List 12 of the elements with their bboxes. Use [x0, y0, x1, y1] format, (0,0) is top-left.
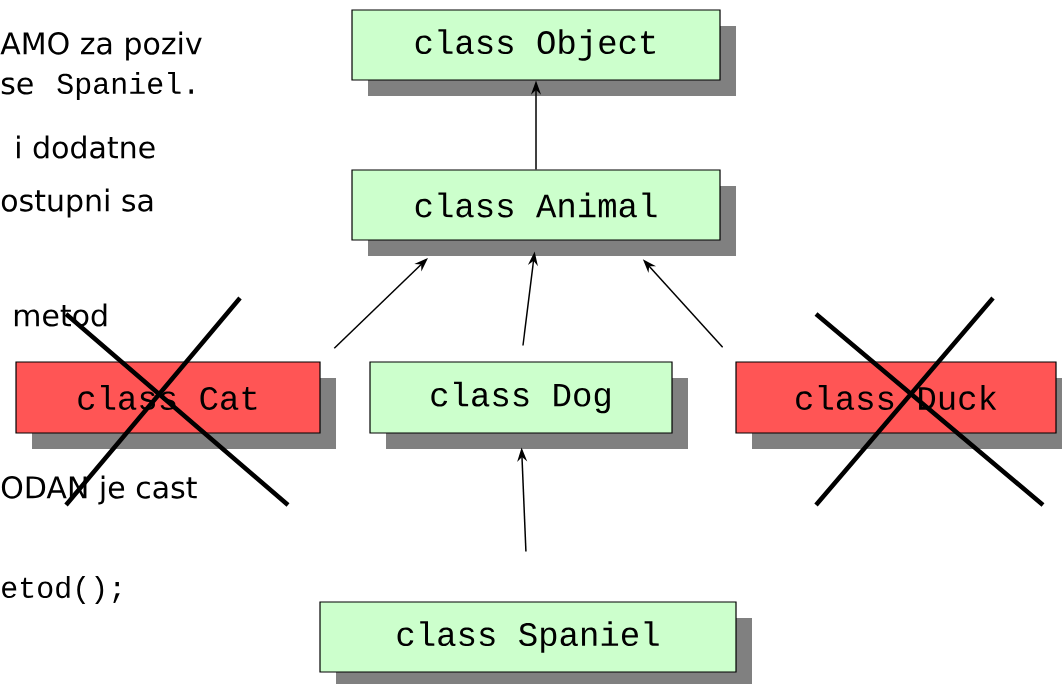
class-box: class Dog [369, 361, 688, 449]
text-fragment: AMO za poziv [0, 31, 202, 61]
text-fragment: metod [14, 303, 107, 327]
class-box: class Object [351, 9, 736, 96]
class-box: class Spaniel [319, 601, 752, 684]
text-fragment: i dodatne [17, 135, 155, 159]
text-fragment: se [1, 77, 33, 95]
class-box: class Duck [735, 361, 1062, 449]
text-fragment: ostupni sa [1, 188, 153, 218]
text-fragment: Spaniel. [57, 72, 193, 100]
class-box: class Animal [351, 169, 736, 256]
text-fragment: etod(); [2, 576, 120, 604]
